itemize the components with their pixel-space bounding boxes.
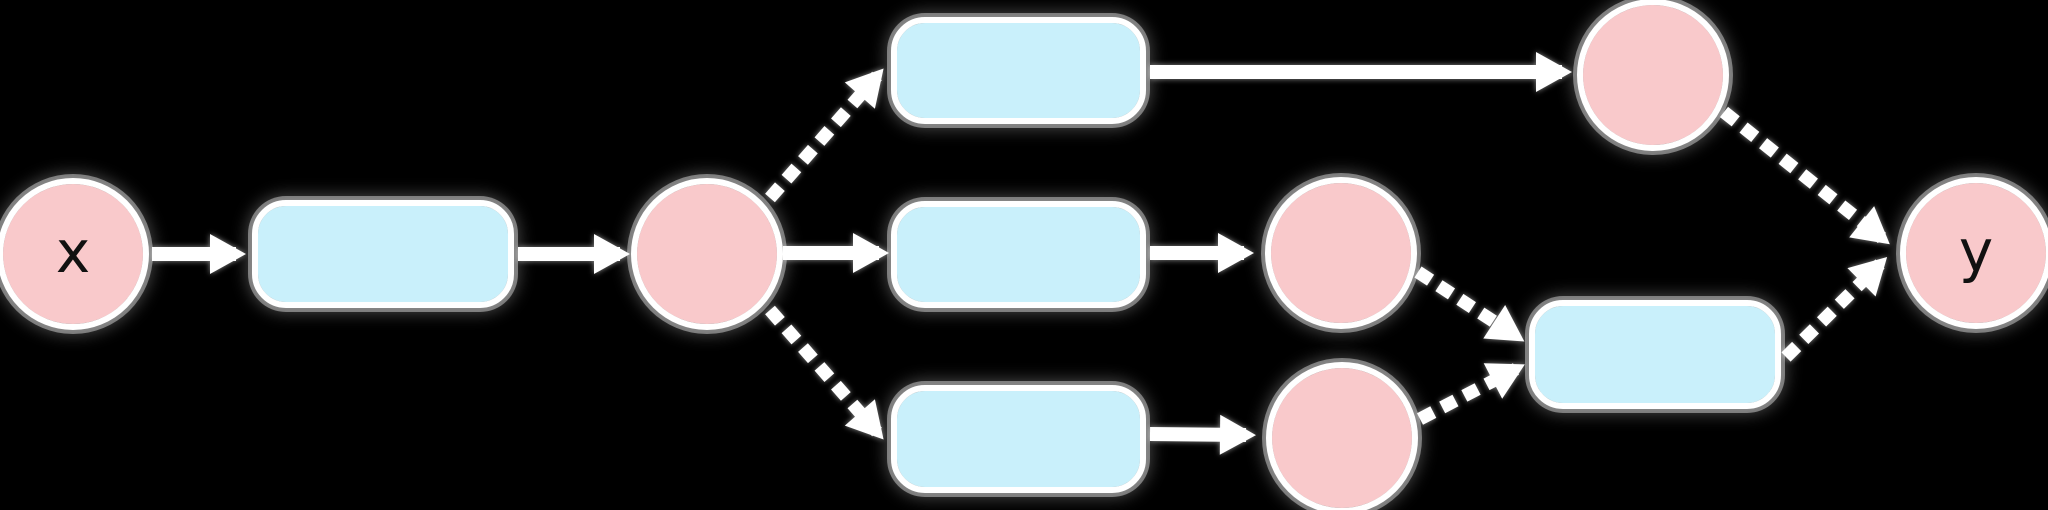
- node-v-mid: [1265, 177, 1417, 329]
- edge-op-right-to-y: [1781, 256, 1888, 362]
- edge-v-top-to-y: [1719, 106, 1890, 245]
- node-y: y: [1900, 177, 2048, 329]
- node-op-right: [1529, 300, 1781, 409]
- node-v-bottom: [1266, 362, 1418, 510]
- node-v-top: [1577, 0, 1729, 151]
- edge-v-bottom-to-op-right: [1416, 363, 1525, 425]
- node-op-mid: [891, 201, 1146, 308]
- edge-v1-to-op-bottom: [765, 305, 884, 440]
- node-y-label: y: [1958, 217, 1994, 285]
- node-op-top: [891, 17, 1146, 124]
- node-x: x: [0, 178, 149, 330]
- node-v-1: [631, 178, 783, 330]
- node-x-label: x: [55, 218, 91, 286]
- node-op-1: [252, 200, 514, 308]
- edge-v1-to-op-top: [765, 68, 884, 203]
- edge-op-bottom-to-v-bottom: [1149, 414, 1256, 455]
- node-op-bottom: [891, 385, 1146, 493]
- edge-v-mid-to-op-right: [1414, 266, 1525, 342]
